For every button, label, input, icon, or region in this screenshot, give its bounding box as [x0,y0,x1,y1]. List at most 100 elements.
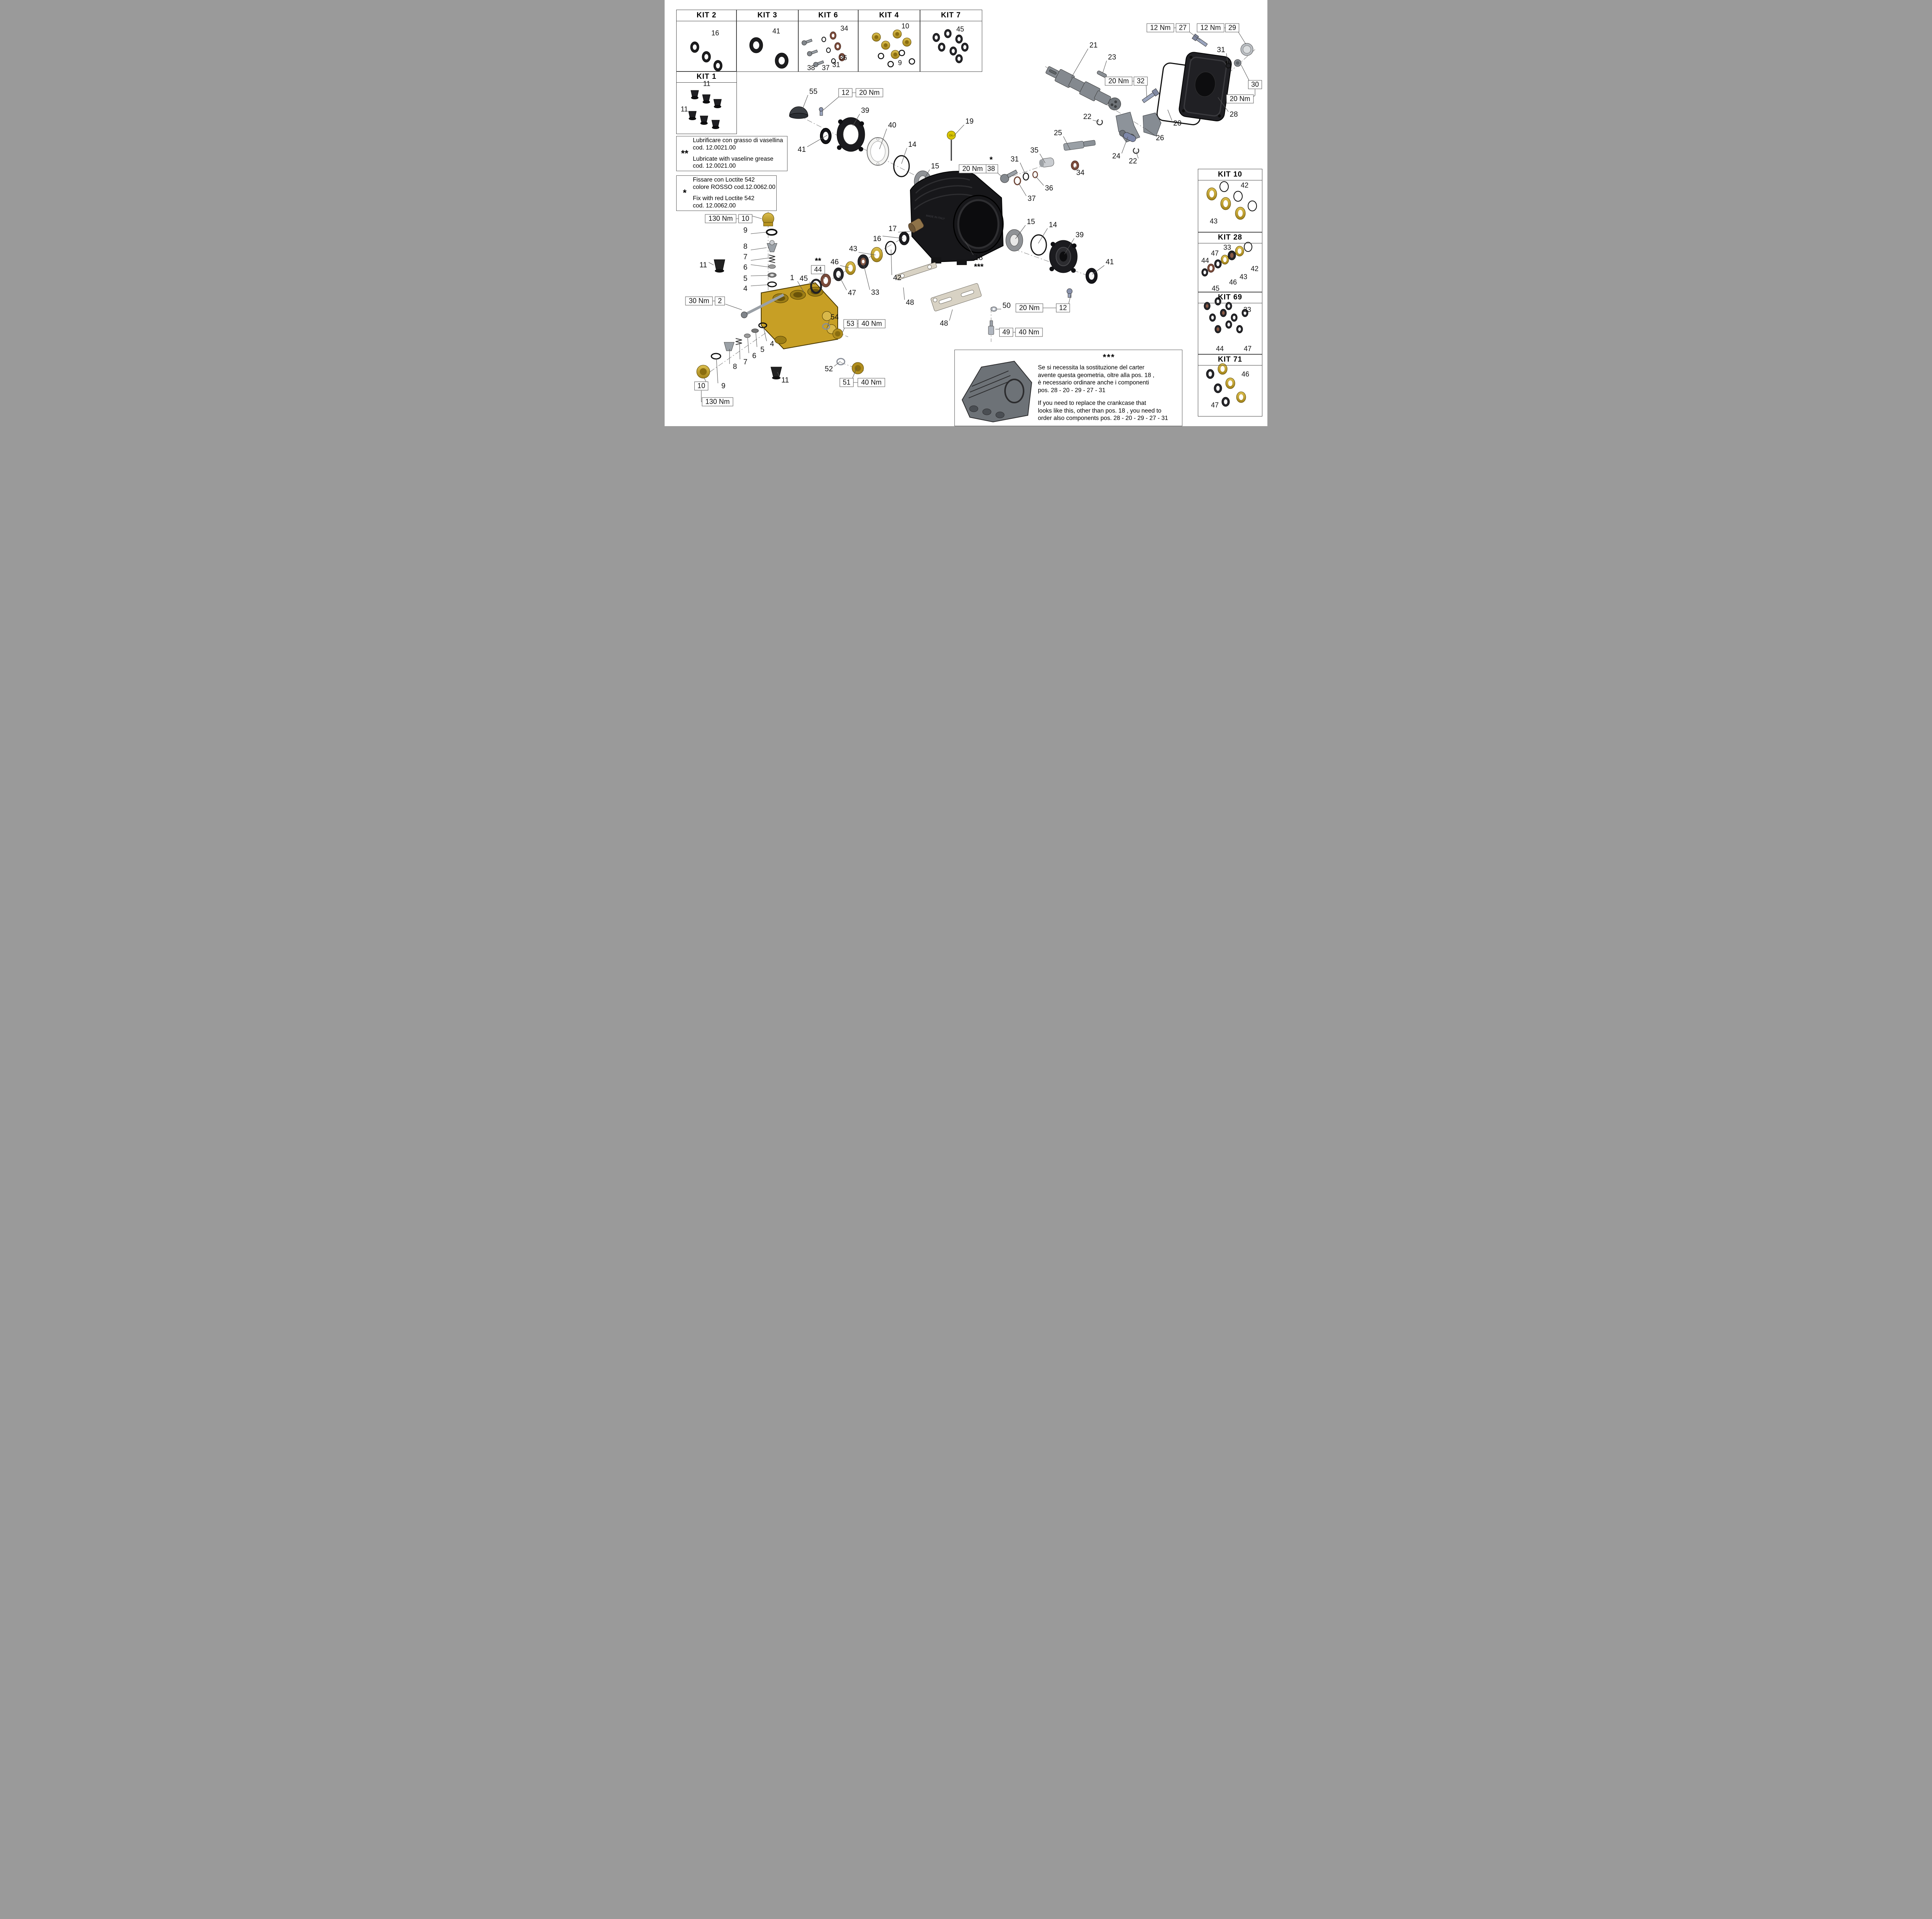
note-line: order also components pos. 28 - 20 - 29 … [1038,415,1168,422]
kit-part-label: 43 [1209,217,1218,225]
kit-part-label: 44 [1201,257,1209,265]
kit-part-label: 33 [1243,306,1252,314]
kit-part-label: 36 [839,54,847,62]
kit-panel-kit-7: KIT 7 45 [920,10,982,72]
kit-title: KIT 28 [1198,232,1262,243]
kit-part-label: 9 [898,59,902,67]
kit-part-label: 42 [1250,265,1259,273]
rear-cover-group-art [1142,34,1253,126]
kit-part-label: 31 [832,61,840,69]
kit2-rings-art [690,41,723,71]
note-loctite-text: Fissare con Loctite 542 colore ROSSO cod… [693,177,776,210]
kit-part-label: 47 [1243,345,1252,353]
kit1-valves-art [688,90,722,129]
kit-title: KIT 10 [1198,169,1262,180]
note-line: è necessario ordinare anche i componenti [1038,379,1149,386]
crankshaft-art [1045,66,1121,110]
kit-title: KIT 69 [1198,292,1262,303]
note-line: colore ROSSO cod.12.0062.00 [693,184,776,191]
note-crankcase-marker: *** [1103,352,1115,362]
note-line: Se si necessita la sostituzione del cart… [1038,364,1145,371]
note-line: Fix with red Loctite 542 [693,195,755,202]
kit-part-label: 43 [1239,273,1248,281]
kit-part-label: 47 [1211,249,1219,257]
note-crankcase: *** Se si necessita la sostituzione del … [954,350,1182,426]
kit-title: KIT 2 [677,10,736,21]
kit7-orings-art [932,29,969,63]
kit3-seals-art [749,37,789,69]
note-line: looks like this, other than pos. 18 , yo… [1038,407,1162,414]
note-line: Fissare con Loctite 542 [693,177,755,184]
note-line: avente questa geometria, oltre alla pos.… [1038,372,1155,379]
kit-part-label: 11 [703,80,711,88]
note-vaseline-text: Lubrificare con grasso di vasellina cod.… [693,137,783,170]
kit-part-label: 45 [1211,284,1220,292]
note-line: cod. 12.0021.00 [693,163,736,170]
kit-part-label: 42 [1240,181,1249,189]
note-line: Lubrificare con grasso di vasellina [693,137,783,144]
diagram-canvas: MADE IN ITALY OIL [665,0,1267,426]
leader-lines [701,27,1255,402]
kit-part-label: 11 [680,105,688,113]
kit-part-label: 45 [956,25,964,33]
note-loctite-marker: * [683,188,687,198]
kit-title: KIT 6 [798,10,858,21]
kit4-plugs-art [872,29,915,68]
kit-part-label: 16 [711,29,719,37]
kit-title: KIT 71 [1198,354,1262,365]
exploded-diagram-art: MADE IN ITALY OIL [688,27,1257,423]
kit-panel-kit-69: KIT 69 33 44 47 [1198,292,1262,355]
kit-title: KIT 4 [858,10,920,21]
note-vaseline-marker: ** [681,148,689,159]
kit-title: KIT 3 [736,10,798,21]
kit28-art [1201,242,1252,277]
kit69-art [1204,297,1248,333]
kit-title: KIT 1 [677,71,736,83]
washer-bolt-art [988,306,997,335]
note-crankcase-text: Se si necessita la sostituzione del cart… [955,362,1182,422]
drain-plugs-art [822,323,864,374]
kit-part-label: 46 [1229,278,1237,286]
seal-stack-art [810,218,924,294]
kit-part-label: 44 [1216,345,1224,353]
note-line: If you need to replace the crankcase tha… [1038,400,1146,407]
kit71-art [1206,363,1246,407]
note-vaseline: ** Lubrificare con grasso di vasellina c… [676,136,787,171]
note-loctite: * Fissare con Loctite 542 colore ROSSO c… [676,175,777,211]
valve-stack-top-art [714,212,777,287]
bracket-bar-art [896,262,937,280]
kit-panel-kit-71: KIT 71 46 47 [1198,354,1262,416]
kit-part-label: 47 [1211,401,1219,409]
kit6-bolts-art [801,31,845,67]
left-flange-group-art [789,106,932,193]
note-line: cod. 12.0062.00 [693,202,736,209]
kit-panel-kit-3: KIT 3 41 [736,10,799,72]
oil-dipstick-art: OIL [947,131,956,161]
kit10-art [1206,181,1257,220]
note-crankcase-art [961,360,1032,423]
dipstick-marking-text: OIL [949,134,953,137]
kit-part-label: 46 [1241,370,1250,378]
note-line: pos. 28 - 20 - 29 - 27 - 31 [1038,387,1105,394]
kit-part-label: 33 [1223,243,1231,252]
crankcase-art: MADE IN ITALY [910,171,1004,265]
right-flange-group-art [1005,229,1098,298]
kit-part-label: 37 [821,64,830,72]
conrod-group-art [1000,112,1162,185]
stud-bolt-art [741,293,784,318]
kit-part-label: 10 [901,22,910,30]
kit-part-label: 38 [807,64,815,72]
note-line: cod. 12.0021.00 [693,144,736,151]
kit-part-label: 34 [840,24,849,32]
kit-panel-kit-2: KIT 2 16 [676,10,737,72]
kit-part-label: 41 [772,27,781,35]
kit-title: KIT 7 [920,10,982,21]
note-line: Lubricate with vaseline grease [693,155,774,162]
manifold-art [761,282,838,350]
bracket-foot-art [930,283,982,311]
